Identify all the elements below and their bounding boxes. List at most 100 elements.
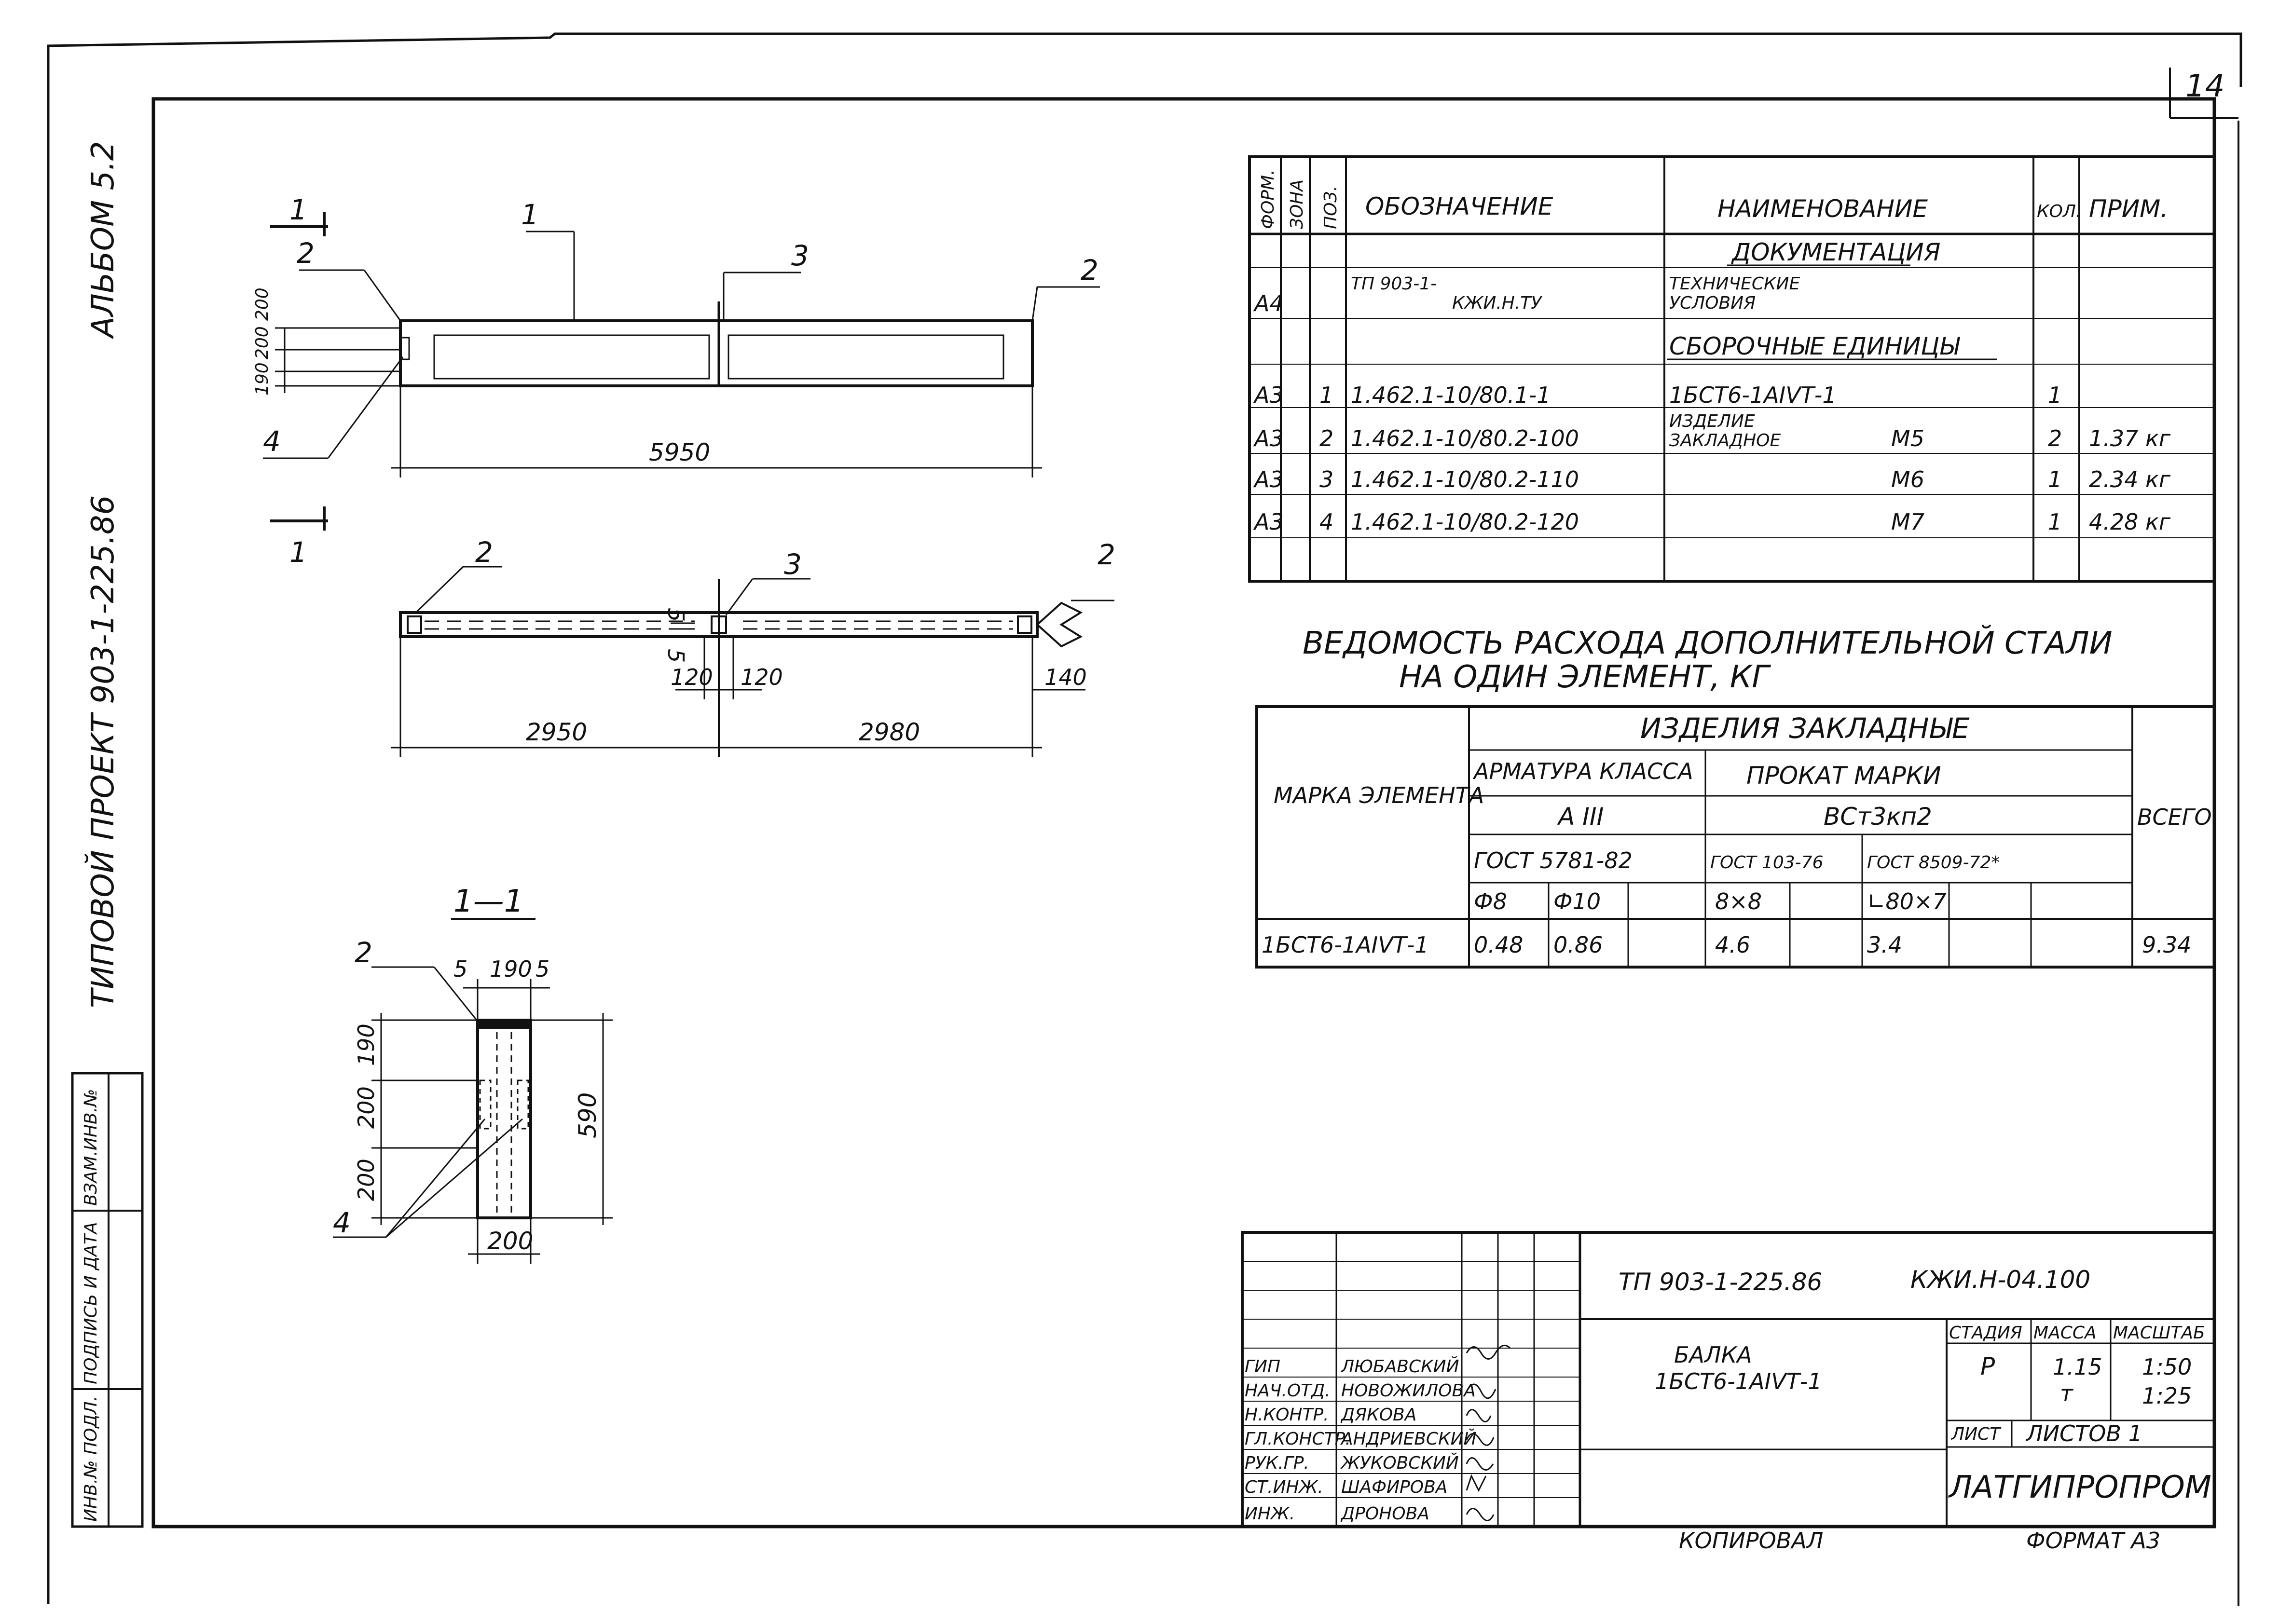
steel-row-total: 9.34 bbox=[2142, 932, 2191, 958]
spec-row2-pos: 2 bbox=[1319, 425, 1333, 451]
project-label: ТИПОВОЙ ПРОЕКТ 903-1-225.86 bbox=[84, 495, 121, 1008]
steel-col-total: ВСЕГО bbox=[2137, 804, 2212, 830]
tb-hdr-stage: СТАДИЯ bbox=[1949, 1323, 2022, 1343]
section-callout-2: 2 bbox=[355, 936, 372, 969]
dim-v2: 200 bbox=[252, 287, 272, 321]
callout-3: 3 bbox=[791, 239, 809, 272]
spec-row1-name: 1БСТ6-1АIVТ-1 bbox=[1669, 382, 1837, 408]
tb-sheet-label: ЛИСТ bbox=[1950, 1424, 2002, 1444]
steel-title-1: ВЕДОМОСТЬ РАСХОДА ДОПОЛНИТЕЛЬНОЙ СТАЛИ bbox=[1303, 625, 2113, 661]
spec-header-note: ПРИМ. bbox=[2089, 195, 2168, 223]
section-dim-left-200a: 200 bbox=[353, 1086, 379, 1129]
spec-row3-form: А3 bbox=[1253, 466, 1284, 492]
section-view: 1—1 5 190 5 2 4 190 200 200 590 bbox=[333, 884, 613, 1264]
section-dim-left-190: 190 bbox=[353, 1024, 379, 1066]
section-mark-top: 1 bbox=[289, 193, 307, 226]
spec-row2-name-b: ЗАКЛАДНОЕ bbox=[1669, 431, 1781, 450]
plan-callout-2-left: 2 bbox=[475, 536, 493, 569]
spec-header-qty: КОЛ. bbox=[2037, 202, 2081, 221]
section-mark-bottom: 1 bbox=[289, 536, 307, 569]
album-label: АЛЬБОМ 5.2 bbox=[85, 141, 121, 340]
spec-header-zone: ЗОНА bbox=[1287, 179, 1307, 229]
plan-callout-2-right: 2 bbox=[1098, 538, 1115, 571]
staff-role-5: РУК.ГР. bbox=[1245, 1453, 1309, 1473]
plan-callout-5-bottom: 5 bbox=[663, 649, 689, 663]
spec-doc-designation-b: КЖИ.Н.ТУ bbox=[1452, 293, 1542, 313]
steel-title-2: НА ОДИН ЭЛЕМЕНТ, КГ bbox=[1399, 659, 1771, 695]
spec-row2-qty: 2 bbox=[2048, 425, 2062, 451]
steel-sub-6: ∟80×7 bbox=[1867, 888, 1947, 914]
spec-row4-designation: 1.462.1-10/80.2-120 bbox=[1351, 509, 1579, 535]
dim-length: 5950 bbox=[649, 438, 710, 466]
staff-role-6: СТ.ИНЖ. bbox=[1245, 1477, 1323, 1497]
callout-2-right: 2 bbox=[1081, 254, 1098, 287]
steel-row-mark: 1БСТ6-1АIVТ-1 bbox=[1262, 932, 1429, 958]
tb-hdr-mass: МАССА bbox=[2033, 1323, 2097, 1343]
steel-rolled-grade: ВСт3кп2 bbox=[1824, 803, 1932, 831]
tb-format: ФОРМАТ А3 bbox=[2026, 1528, 2160, 1554]
spec-doc-form: А4 bbox=[1253, 290, 1284, 316]
staff-name-4: АНДРИЕВСКИЙ bbox=[1340, 1429, 1476, 1449]
tb-stage: Р bbox=[1980, 1352, 1995, 1380]
spec-row4-qty: 1 bbox=[2048, 509, 2062, 535]
plan-dim-140: 140 bbox=[1044, 664, 1087, 690]
spec-section-doc: ДОКУМЕНТАЦИЯ bbox=[1731, 238, 1940, 266]
tb-scale-a: 1:50 bbox=[2142, 1354, 2192, 1380]
spec-doc-name-a: ТЕХНИЧЕСКИЕ bbox=[1669, 274, 1800, 294]
section-dim-5-right: 5 bbox=[535, 956, 549, 982]
tb-organization: ЛАТГИПРОПРОМ bbox=[1948, 1470, 2211, 1505]
steel-val-1: 0.48 bbox=[1474, 932, 1523, 958]
spec-row4-pos: 4 bbox=[1319, 509, 1333, 535]
spec-row1-designation: 1.462.1-10/80.1-1 bbox=[1351, 382, 1551, 408]
stamp-cell-1: ВЗАМ.ИНВ.№ bbox=[81, 1089, 101, 1206]
steel-col-rebar: АРМАТУРА КЛАССА bbox=[1472, 758, 1693, 784]
steel-col-embedded: ИЗДЕЛИЯ ЗАКЛАДНЫЕ bbox=[1640, 712, 1970, 745]
steel-sub-4: 8×8 bbox=[1715, 888, 1762, 914]
staff-name-6: ШАФИРОВА bbox=[1341, 1477, 1447, 1497]
staff-name-2: НОВОЖИЛОВА bbox=[1341, 1381, 1476, 1401]
steel-gost-rebar: ГОСТ 5781-82 bbox=[1474, 847, 1633, 873]
tb-name-a: БАЛКА bbox=[1674, 1342, 1752, 1368]
section-dim-590: 590 bbox=[574, 1092, 602, 1138]
plan-view: 2 3 2 5 5 120 120 140 2950 2980 bbox=[391, 536, 1115, 757]
dim-v1: 200 bbox=[252, 326, 272, 359]
spec-row3-mark: М6 bbox=[1891, 466, 1924, 492]
spec-row1-form: А3 bbox=[1253, 382, 1284, 408]
spec-header-form: ФОРМ. bbox=[1258, 169, 1278, 229]
staff-role-7: ИНЖ. bbox=[1245, 1504, 1295, 1524]
staff-role-1: ГИП bbox=[1245, 1357, 1280, 1377]
tb-mass-a: 1.15 bbox=[2053, 1354, 2102, 1380]
spec-row4-form: А3 bbox=[1253, 509, 1284, 535]
callout-1: 1 bbox=[521, 198, 539, 231]
section-dim-5-left: 5 bbox=[453, 956, 467, 982]
plan-callout-3: 3 bbox=[784, 548, 802, 581]
spec-row3-designation: 1.462.1-10/80.2-110 bbox=[1351, 466, 1579, 492]
spec-header-designation: ОБОЗНАЧЕНИЕ bbox=[1365, 192, 1553, 220]
sheet-number: 14 bbox=[2185, 68, 2224, 104]
plan-dim-120-left: 120 bbox=[671, 664, 713, 690]
title-block: ТП 903-1-225.86 КЖИ.Н-04.100 БАЛКА 1БСТ6… bbox=[1241, 1231, 2216, 1554]
steel-val-6: 3.4 bbox=[1867, 932, 1902, 958]
plan-dim-2950: 2950 bbox=[526, 718, 587, 746]
steel-sub-2: Ф10 bbox=[1553, 888, 1601, 914]
staff-name-5: ЖУКОВСКИЙ bbox=[1340, 1453, 1459, 1473]
section-dim-190: 190 bbox=[490, 956, 532, 982]
stamp-cell-2: ПОДПИСЬ И ДАТА bbox=[81, 1222, 101, 1384]
spec-row3-pos: 3 bbox=[1319, 466, 1333, 492]
callout-2-left: 2 bbox=[297, 237, 315, 270]
tb-scale-b: 1:25 bbox=[2142, 1383, 2192, 1409]
section-dim-left-200b: 200 bbox=[353, 1159, 379, 1201]
spec-row2-note: 1.37 кг bbox=[2089, 425, 2171, 451]
spec-row4-mark: М7 bbox=[1891, 509, 1924, 535]
steel-sub-1: Ф8 bbox=[1474, 888, 1507, 914]
spec-row1-pos: 1 bbox=[1319, 382, 1333, 408]
spec-header-pos: ПОЗ. bbox=[1321, 186, 1341, 229]
tb-project-code: ТП 903-1-225.86 bbox=[1619, 1268, 1822, 1296]
spec-table: ФОРМ. ЗОНА ПОЗ. ОБОЗНАЧЕНИЕ НАИМЕНОВАНИЕ… bbox=[1248, 155, 2216, 583]
spec-row3-note: 2.34 кг bbox=[2089, 466, 2171, 492]
spec-row1-qty: 1 bbox=[2048, 382, 2062, 408]
plan-dim-120-right: 120 bbox=[741, 664, 783, 690]
steel-gost-b: ГОСТ 8509-72* bbox=[1867, 853, 2000, 873]
steel-col-rolled: ПРОКАТ МАРКИ bbox=[1746, 762, 1941, 790]
tb-mass-b: т bbox=[2060, 1380, 2073, 1406]
